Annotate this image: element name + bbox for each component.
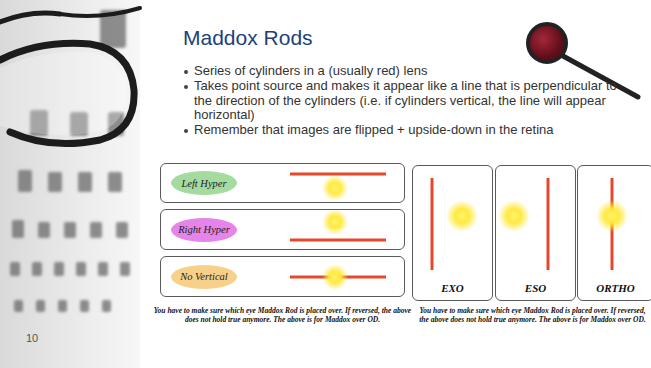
- condition-oval-label: Right Hyper: [171, 218, 237, 242]
- eye-chart-photo: [0, 0, 140, 368]
- figure-panel: EXO: [412, 165, 493, 301]
- condition-oval-label: Left Hyper: [171, 171, 237, 195]
- figure-panel: ORTHO: [577, 165, 651, 301]
- slide-number: 10: [26, 332, 38, 344]
- bullet-text: Remember that images are flipped + upsid…: [194, 123, 634, 138]
- footnote-caption: You have to make sure which eye Maddox R…: [415, 306, 650, 324]
- deviation-label: ESO: [496, 282, 575, 294]
- bullet-text: Series of cylinders in a (usually red) l…: [194, 64, 634, 79]
- bullet-text: Takes point source and makes it appear l…: [194, 79, 634, 123]
- figure-panel: No Vertical: [160, 256, 405, 297]
- figure-panel: Left Hyper: [160, 163, 405, 203]
- deviation-label: EXO: [413, 282, 492, 294]
- figure-panel: ESO: [495, 165, 576, 301]
- bullet-dot: [184, 129, 188, 133]
- bullet-dot: [184, 70, 188, 74]
- bullet-dot: [184, 85, 188, 89]
- figure-panel: Right Hyper: [160, 209, 405, 250]
- deviation-label: ORTHO: [578, 282, 651, 294]
- condition-oval-label: No Vertical: [171, 265, 237, 289]
- footnote-caption: You have to make sure which eye Maddox R…: [150, 306, 415, 324]
- slide-title: Maddox Rods: [183, 26, 313, 50]
